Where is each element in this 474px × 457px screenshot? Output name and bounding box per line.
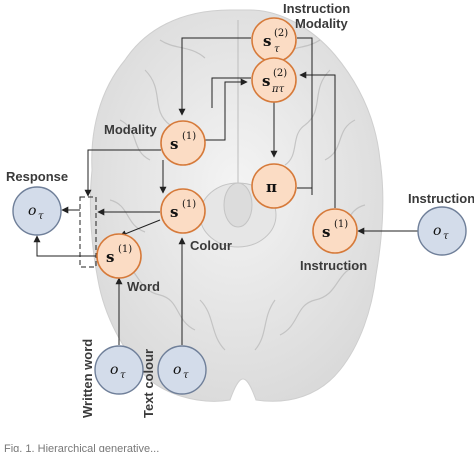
svg-text:(2): (2) bbox=[274, 28, 288, 39]
svg-text:τ: τ bbox=[38, 211, 44, 222]
edge-stau-to-modality bbox=[178, 37, 251, 116]
label-modality: Modality bbox=[104, 122, 157, 137]
brain-background bbox=[89, 9, 384, 402]
edge-stau-to-instruction bbox=[297, 37, 313, 195]
response-mapping-box bbox=[79, 196, 97, 268]
node-s-modality: s (1) bbox=[160, 120, 206, 166]
node-o-response: o τ bbox=[12, 186, 62, 236]
svg-text:τ: τ bbox=[120, 370, 126, 381]
svg-text:s: s bbox=[322, 223, 330, 241]
label-instruction-modality-2: Modality bbox=[295, 16, 348, 31]
label-word: Word bbox=[127, 279, 160, 294]
node-s-colour: s (1) bbox=[160, 188, 206, 234]
svg-text:o: o bbox=[433, 223, 441, 239]
svg-text:(2): (2) bbox=[273, 68, 287, 79]
node-s-word: s (1) bbox=[96, 233, 142, 279]
label-written-word: Written word bbox=[80, 339, 95, 418]
label-instruction-state: Instruction bbox=[300, 258, 367, 273]
svg-text:τ: τ bbox=[183, 370, 189, 381]
label-text-colour: Text colour bbox=[141, 349, 156, 418]
svg-text:o: o bbox=[110, 362, 118, 378]
label-instruction-modality-1: Instruction bbox=[283, 1, 350, 16]
svg-text:τ: τ bbox=[443, 231, 449, 242]
svg-text:o: o bbox=[28, 203, 36, 219]
edges bbox=[33, 37, 418, 345]
edge-modality-to-response bbox=[84, 149, 161, 197]
edge-colour-to-word bbox=[119, 219, 161, 237]
svg-text:s: s bbox=[170, 203, 178, 221]
svg-text:(1): (1) bbox=[182, 131, 196, 142]
label-instruction-obs: Instruction bbox=[408, 191, 474, 206]
label-response: Response bbox=[6, 169, 68, 184]
edge-word-to-response bbox=[33, 235, 96, 257]
node-s-instruction: s (1) bbox=[312, 208, 358, 254]
svg-text:π: π bbox=[266, 178, 277, 196]
svg-text:s: s bbox=[106, 248, 114, 266]
node-s-pitau-2: s (2) πτ bbox=[251, 57, 297, 103]
node-o-text-colour: o τ bbox=[157, 345, 207, 395]
svg-text:(1): (1) bbox=[334, 219, 348, 230]
node-s-tau-2: s (2) τ bbox=[251, 17, 297, 63]
svg-text:s: s bbox=[170, 135, 178, 153]
label-colour: Colour bbox=[190, 238, 232, 253]
edge-instruction-to-spitau bbox=[299, 71, 336, 208]
svg-text:πτ: πτ bbox=[271, 84, 285, 95]
svg-text:s: s bbox=[263, 32, 271, 50]
edge-spitau-to-lane bbox=[211, 77, 251, 108]
svg-text:(1): (1) bbox=[182, 199, 196, 210]
edge-modality-to-spitau bbox=[205, 78, 248, 141]
figure-caption: Fig. 1. Hierarchical generative... bbox=[4, 443, 159, 452]
svg-text:(1): (1) bbox=[118, 244, 132, 255]
node-pi: π bbox=[251, 163, 297, 209]
svg-text:s: s bbox=[262, 72, 270, 90]
svg-text:τ: τ bbox=[274, 44, 280, 55]
node-o-instruction: o τ bbox=[417, 206, 467, 256]
svg-text:o: o bbox=[173, 362, 181, 378]
node-o-written-word: o τ bbox=[94, 345, 144, 395]
